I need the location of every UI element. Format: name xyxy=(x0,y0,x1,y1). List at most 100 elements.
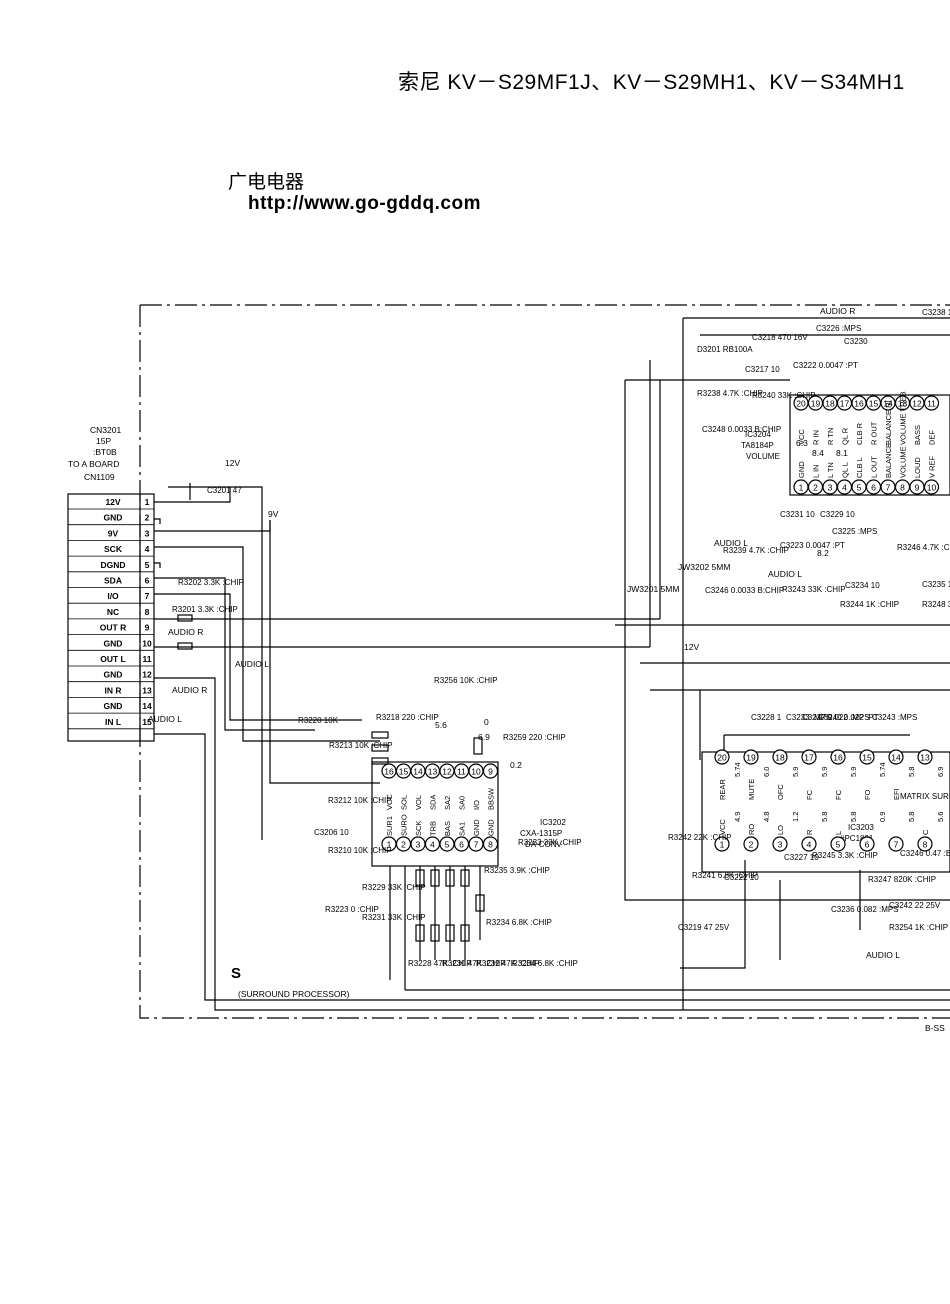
ic-pin-function: SA0 xyxy=(458,796,467,810)
component-label: R3234 6.8K :CHIP xyxy=(486,918,552,927)
connector-pin-number: 7 xyxy=(145,591,150,601)
ic-pin-function: SURO xyxy=(400,814,409,836)
ic-pin-number: 3 xyxy=(828,483,833,493)
ic-pin-function: VCC xyxy=(385,794,394,810)
ic-pin-number: 15 xyxy=(862,753,872,763)
ic-pin-number: 17 xyxy=(804,753,814,763)
svg-text:JW3201 5MM: JW3201 5MM xyxy=(627,584,679,594)
svg-text:TO A BOARD: TO A BOARD xyxy=(68,459,119,469)
component-label: D3201 RB100A xyxy=(697,345,753,354)
connector-box xyxy=(67,493,155,742)
voltage-label: 5.9 xyxy=(849,767,858,777)
voltage-label: 5.74 xyxy=(733,762,742,777)
ic-pin-function: OFC xyxy=(776,784,785,800)
connector-ref: CN3201 xyxy=(90,425,121,435)
site-name: 广电电器 xyxy=(228,171,305,193)
ic3202-ref: IC3202 xyxy=(540,818,566,827)
site-url[interactable]: http://www.go-gddq.com xyxy=(248,193,481,214)
ic-pin xyxy=(772,836,788,852)
component-label: R3220 10K xyxy=(298,716,339,725)
ic-pin xyxy=(801,836,817,852)
ic-pin-number: 8 xyxy=(900,483,905,493)
ic-pin-function: DEF xyxy=(928,430,937,445)
connector-pin-number: 5 xyxy=(145,560,150,570)
ic-pin-function: RO xyxy=(747,824,756,835)
connector-pin-label: OUT R xyxy=(100,623,126,633)
ic-pin-number: 8 xyxy=(488,840,493,850)
ic-pin xyxy=(923,479,940,495)
ic-pin-function: VOLUME xyxy=(899,446,908,478)
component-label: C3228 1 xyxy=(751,713,782,722)
ic-pin-function: CLB L xyxy=(855,457,864,478)
ic-pin-function: FC xyxy=(805,789,814,800)
ic-pin-function: LOUD xyxy=(913,457,922,478)
svg-text:CN1109: CN1109 xyxy=(84,472,115,482)
connector-pin-number: 8 xyxy=(145,607,150,617)
connector-pin-label: 12V xyxy=(105,497,120,507)
component-label: C3225 :MPS xyxy=(832,527,877,536)
ic-pin-number: 4 xyxy=(430,840,435,850)
ic-pin-function: FC xyxy=(834,789,843,800)
component-label: C3234 10 xyxy=(845,581,880,590)
component-label: R3213 10K :CHIP xyxy=(329,741,393,750)
ic-pin-number: 2 xyxy=(749,840,754,850)
component-label: C3243 :MPS xyxy=(872,713,917,722)
ic-pin-function: VCC xyxy=(797,429,806,445)
connector-pin-label: GND xyxy=(104,670,123,680)
ic-pin-function: SOL xyxy=(400,795,409,810)
ic-pin-number: 4 xyxy=(842,483,847,493)
component-label: R3254 1K :CHIP xyxy=(889,923,948,932)
component-label: C3218 470 16V xyxy=(752,333,808,342)
svg-text:8.4: 8.4 xyxy=(812,448,824,458)
voltage-label: 5.9 xyxy=(791,767,800,777)
component-label: C3217 10 xyxy=(745,365,780,374)
ic-pin-function: REAR xyxy=(718,779,727,800)
ic3204-body xyxy=(789,394,950,496)
connector-pin-label: NC xyxy=(107,607,119,617)
ic-pin-function: SUR1 xyxy=(385,816,394,836)
ic3203-ref: IC3203 xyxy=(848,823,874,832)
component-label: R3256 10K :CHIP xyxy=(434,676,498,685)
ic-pin-function: L OUT xyxy=(870,456,879,478)
ic-pin-number: 5 xyxy=(445,840,450,850)
ic-pin-number: 6 xyxy=(865,840,870,850)
svg-text:AUDIO R: AUDIO R xyxy=(172,685,207,695)
svg-text:#PC1891: #PC1891 xyxy=(840,834,874,843)
svg-text:CXA-1315P: CXA-1315P xyxy=(520,829,562,838)
component-label: C3235 1 xyxy=(922,580,950,589)
ic-pin-function: R OUT xyxy=(870,421,879,445)
component-label: C3222 0.0047 :PT xyxy=(793,361,858,370)
svg-text:AUDIO L: AUDIO L xyxy=(148,714,182,724)
component-label: R3202 3.3K :CHIP xyxy=(178,578,244,587)
component-label: R3231 33K :CHIP xyxy=(362,913,426,922)
ic-pin-function: FO xyxy=(863,789,872,800)
component-label: C3246 0.0033 B:CHIP xyxy=(705,586,784,595)
ic-pin-function: L TN xyxy=(826,462,835,478)
ic-pin-function: R IN xyxy=(812,430,821,445)
ic-pin xyxy=(917,749,933,765)
ic-pin xyxy=(830,749,846,765)
ic-pin-number: 1 xyxy=(720,840,725,850)
ic-pin-number: 2 xyxy=(401,840,406,850)
ic-pin-number: 5 xyxy=(857,483,862,493)
component-label: C3222 10 xyxy=(724,873,759,882)
ic-pin-number: 18 xyxy=(775,753,785,763)
connector-pin-label: DGND xyxy=(100,560,125,570)
component-label: R3238 4.7K :CHIP xyxy=(697,389,763,398)
ic-pin-number: 14 xyxy=(891,753,901,763)
connector-pin-label: IN L xyxy=(105,717,121,727)
component-label: R3212 10K :CHIP xyxy=(328,796,392,805)
ic-pin-function: V REF xyxy=(928,455,937,478)
ic-pin-number: 7 xyxy=(474,840,479,850)
component-label: R3241 6.8K :CHIP xyxy=(692,871,758,880)
ic-pin xyxy=(772,749,788,765)
connector-pin-number: 1 xyxy=(145,497,150,507)
net-audio-l: AUDIO L xyxy=(235,659,269,669)
frame-ref: B-SS xyxy=(925,1023,945,1033)
ic-pin-function: QL R xyxy=(841,427,850,445)
frame-title: (SURROUND PROCESSOR) xyxy=(238,989,350,999)
component-label: R3223 0 :CHIP xyxy=(325,905,379,914)
component-label: R3240 33K :CHIP xyxy=(752,391,816,400)
connector-pin-number: 12 xyxy=(142,670,152,680)
